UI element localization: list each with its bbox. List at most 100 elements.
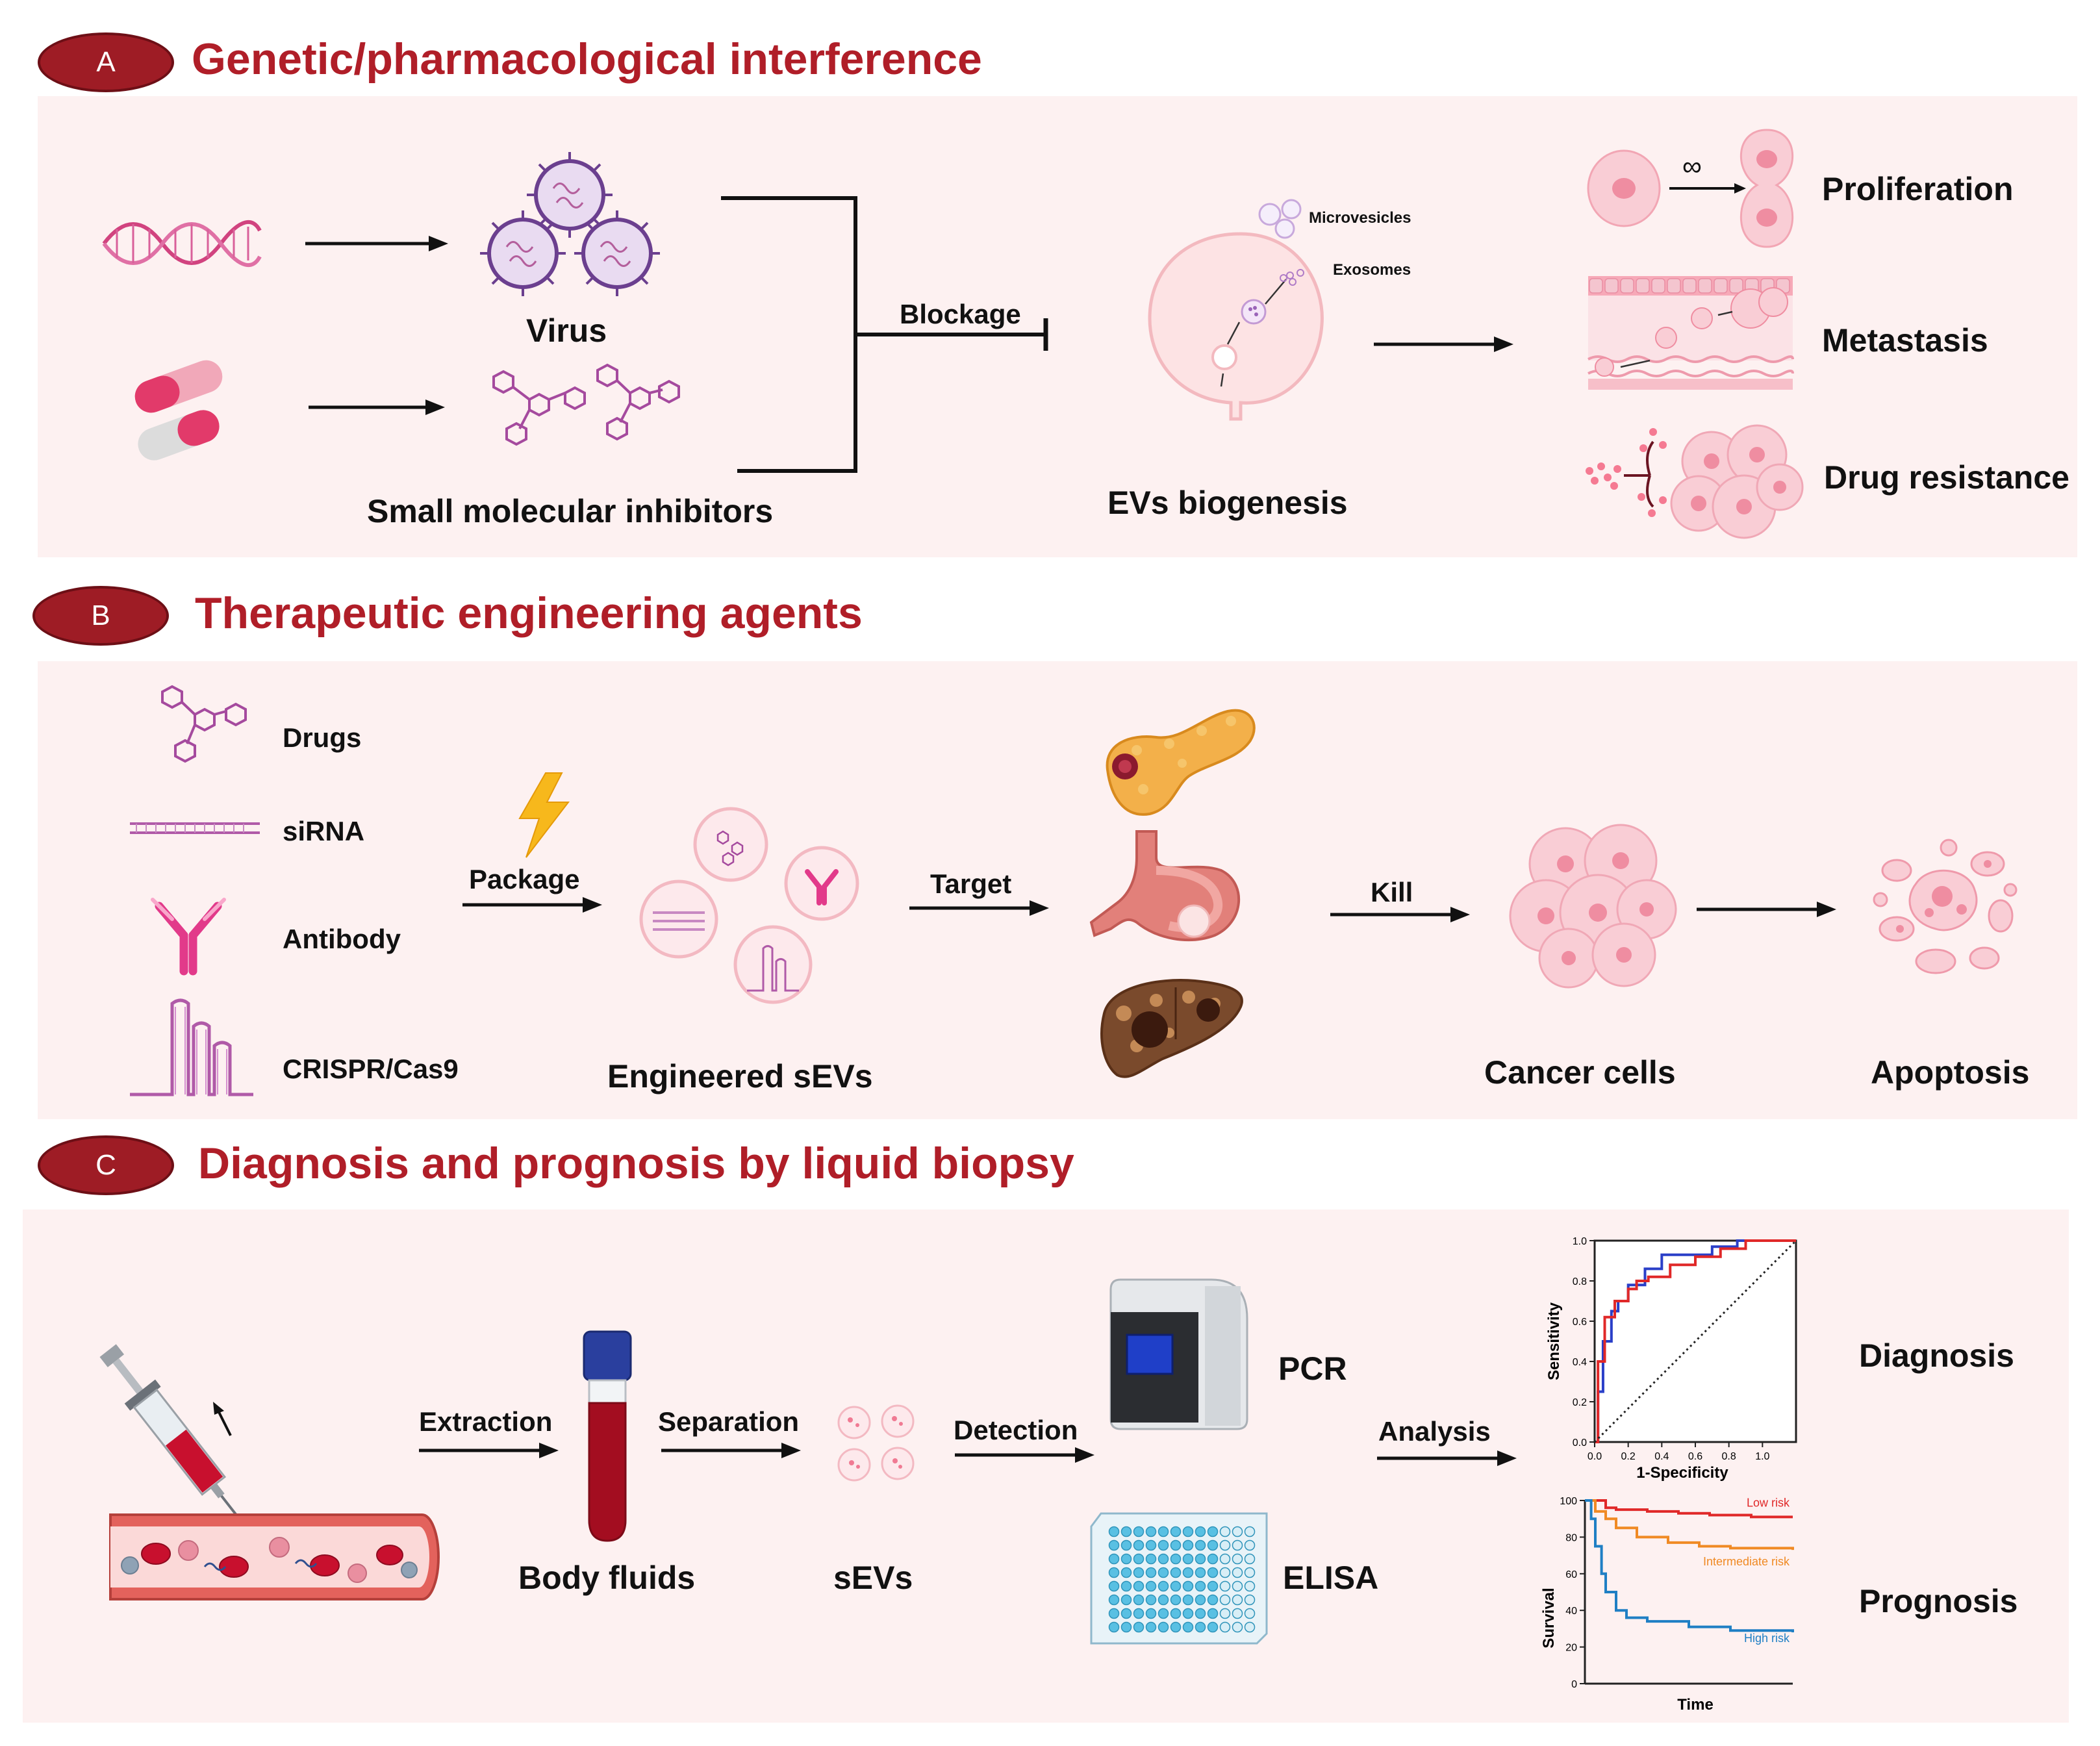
arrow-pill-inhibitor xyxy=(309,399,445,415)
elisa-well xyxy=(1219,1526,1231,1537)
virus-icon xyxy=(477,146,663,299)
km-series-label: Intermediate risk xyxy=(1703,1555,1790,1568)
section-c-badge: C xyxy=(38,1135,174,1195)
km-ytick-label: 40 xyxy=(1565,1606,1577,1617)
arrow-analysis xyxy=(1377,1450,1517,1466)
elisa-well xyxy=(1158,1553,1169,1565)
arrow-dna-virus xyxy=(305,236,448,251)
panel-b xyxy=(38,661,2077,1119)
elisa-well xyxy=(1120,1553,1132,1565)
elisa-well xyxy=(1232,1594,1243,1606)
elisa-plate-icon xyxy=(1090,1512,1268,1645)
elisa-well xyxy=(1158,1567,1169,1578)
diagnosis-label: Diagnosis xyxy=(1859,1337,2014,1374)
roc-xtick-label: 0.6 xyxy=(1688,1451,1702,1462)
elisa-well xyxy=(1170,1539,1182,1551)
exosomes-label: Exosomes xyxy=(1333,261,1411,279)
roc-ytick-label: 0.4 xyxy=(1573,1357,1587,1368)
elisa-well xyxy=(1195,1594,1206,1606)
elisa-label: ELISA xyxy=(1283,1560,1379,1596)
arrow-kill xyxy=(1330,907,1470,922)
elisa-well xyxy=(1182,1594,1194,1606)
elisa-well xyxy=(1108,1594,1120,1606)
elisa-well xyxy=(1145,1608,1157,1619)
sirna-icon xyxy=(130,822,260,834)
elisa-well xyxy=(1207,1553,1219,1565)
elisa-well xyxy=(1195,1567,1206,1578)
km-ytick-label: 0 xyxy=(1571,1679,1577,1690)
elisa-well xyxy=(1232,1539,1243,1551)
cargo-drugs: Drugs xyxy=(283,722,362,753)
elisa-well xyxy=(1219,1594,1231,1606)
roc-xtick-label: 0.2 xyxy=(1621,1451,1636,1462)
virus-label: Virus xyxy=(526,312,607,349)
elisa-well xyxy=(1120,1608,1132,1619)
elisa-well xyxy=(1108,1553,1120,1565)
elisa-well xyxy=(1219,1608,1231,1619)
arrow-package xyxy=(462,897,602,913)
elisa-well xyxy=(1182,1526,1194,1537)
elisa-well xyxy=(1120,1539,1132,1551)
km-series-label: Low risk xyxy=(1747,1496,1790,1509)
elisa-well xyxy=(1219,1580,1231,1592)
prognosis-label: Prognosis xyxy=(1859,1583,2018,1619)
elisa-well xyxy=(1133,1621,1145,1633)
elisa-well xyxy=(1170,1608,1182,1619)
roc-series-2 xyxy=(1593,1239,1797,1443)
cancer-cells-icon xyxy=(1509,824,1677,989)
elisa-well xyxy=(1244,1580,1256,1592)
elisa-well xyxy=(1232,1621,1243,1633)
elisa-well xyxy=(1244,1539,1256,1551)
roc-ytick-label: 0.6 xyxy=(1573,1317,1587,1328)
proliferation-icon xyxy=(1587,129,1794,248)
pcr-label: PCR xyxy=(1278,1350,1347,1387)
apoptosis-label: Apoptosis xyxy=(1871,1054,2030,1091)
elisa-well xyxy=(1158,1608,1169,1619)
dna-icon xyxy=(102,220,262,268)
elisa-well xyxy=(1108,1621,1120,1633)
elisa-well xyxy=(1232,1608,1243,1619)
elisa-well xyxy=(1133,1608,1145,1619)
pill-icon xyxy=(134,360,223,461)
elisa-well xyxy=(1219,1567,1231,1578)
elisa-well xyxy=(1133,1594,1145,1606)
elisa-well xyxy=(1120,1594,1132,1606)
elisa-well xyxy=(1108,1539,1120,1551)
stomach-icon xyxy=(1089,830,1241,942)
elisa-well xyxy=(1108,1580,1120,1592)
arrow-target xyxy=(909,900,1049,916)
outcome-metastasis: Metastasis xyxy=(1822,322,1988,359)
roc-xtick-label: 0.8 xyxy=(1722,1451,1736,1462)
cancer-cells-label: Cancer cells xyxy=(1484,1054,1676,1091)
elisa-well xyxy=(1120,1526,1132,1537)
elisa-well xyxy=(1182,1553,1194,1565)
lightning-icon xyxy=(518,772,570,858)
elisa-well xyxy=(1244,1526,1256,1537)
km-series-2 xyxy=(1585,1499,1794,1633)
elisa-well xyxy=(1195,1539,1206,1551)
km-xlabel: Time xyxy=(1677,1696,1714,1714)
microvesicles-label: Microvesicles xyxy=(1309,209,1411,227)
cell-icon xyxy=(1148,199,1324,421)
roc-ytick-label: 0.0 xyxy=(1573,1437,1587,1449)
roc-xtick-label: 0.0 xyxy=(1588,1451,1602,1462)
elisa-well xyxy=(1170,1526,1182,1537)
elisa-well xyxy=(1182,1608,1194,1619)
arrow-separation xyxy=(661,1443,801,1458)
apoptosis-icon xyxy=(1873,839,2018,974)
elisa-well xyxy=(1232,1567,1243,1578)
elisa-well xyxy=(1170,1621,1182,1633)
roc-ytick-label: 0.2 xyxy=(1573,1397,1587,1408)
outcome-proliferation: Proliferation xyxy=(1822,171,2014,207)
elisa-well xyxy=(1195,1526,1206,1537)
section-a-title: Genetic/pharmacological interference xyxy=(192,34,982,84)
engineered-sev-icon xyxy=(639,807,859,1004)
elisa-well xyxy=(1207,1526,1219,1537)
km-ylabel: Survival xyxy=(1540,1588,1558,1648)
km-ytick-label: 100 xyxy=(1560,1496,1577,1507)
ev-biogenesis-label: EVs biogenesis xyxy=(1107,485,1348,521)
metastasis-icon xyxy=(1588,276,1794,390)
roc-ylabel: Sensitivity xyxy=(1545,1302,1563,1380)
elisa-well xyxy=(1195,1580,1206,1592)
roc-ytick-label: 0.8 xyxy=(1573,1276,1587,1287)
